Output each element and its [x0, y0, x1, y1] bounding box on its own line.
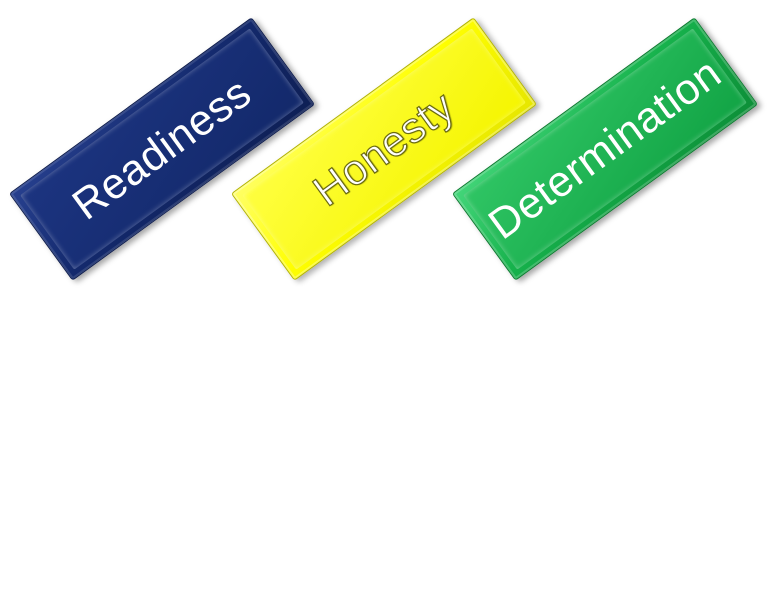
reflection-honesty: Honesty [230, 295, 470, 400]
reflection-readiness: Readiness [10, 295, 250, 400]
reflection-determination: Determination [452, 295, 692, 400]
